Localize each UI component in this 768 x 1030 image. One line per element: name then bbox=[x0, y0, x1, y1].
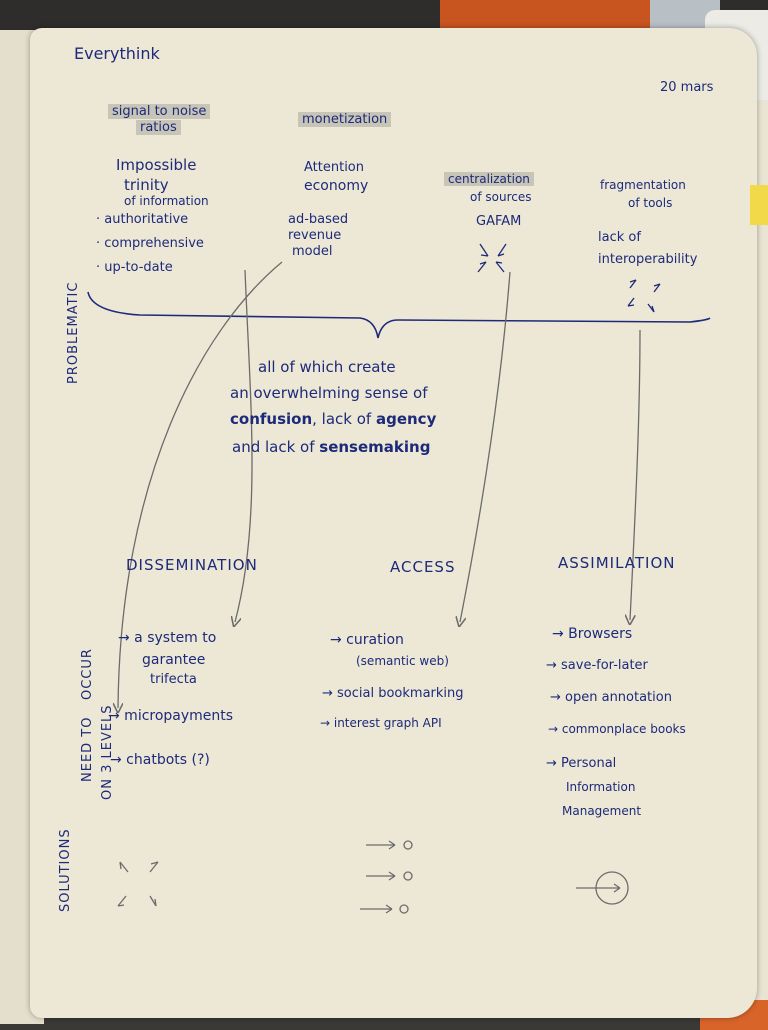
access-item-3: → interest graph API bbox=[320, 716, 442, 730]
need-to-label: NEED TO bbox=[80, 716, 95, 782]
dissemination-item-1b: garantee bbox=[142, 652, 206, 668]
col4-title-2: of tools bbox=[628, 196, 673, 210]
col1-bullet-1: · authoritative bbox=[96, 212, 189, 227]
signal-heading: signal to noise bbox=[108, 104, 211, 119]
col1-line-2: trinity bbox=[124, 176, 169, 194]
col3-line-1: GAFAM bbox=[476, 214, 522, 229]
dissemination-heading: DISSEMINATION bbox=[126, 556, 258, 574]
assimilation-heading: ASSIMILATION bbox=[558, 554, 676, 572]
solutions-label: SOLUTIONS bbox=[58, 828, 73, 912]
assimilation-item-1: → Browsers bbox=[552, 626, 633, 642]
assimilation-item-5: → Personal bbox=[546, 756, 617, 771]
sticky-tab bbox=[750, 185, 768, 225]
dissemination-item-3: → chatbots (?) bbox=[110, 752, 210, 768]
dissemination-item-2: → micropayments bbox=[108, 708, 234, 724]
access-item-2: → social bookmarking bbox=[322, 686, 464, 701]
assimilation-item-2: → save-for-later bbox=[546, 658, 648, 673]
summary-line-1: all of which create bbox=[258, 358, 396, 376]
col4-line-2: interoperability bbox=[598, 252, 698, 267]
page-date: 20 mars bbox=[660, 80, 714, 95]
occur-label: OCCUR bbox=[80, 648, 95, 700]
access-item-1: → curation bbox=[330, 632, 404, 648]
summary-line-2: an overwhelming sense of bbox=[230, 384, 428, 402]
col2-title-1: Attention bbox=[304, 160, 364, 175]
col3-title-1: centralization bbox=[444, 172, 534, 186]
dissemination-item-1: → a system to bbox=[118, 630, 217, 646]
access-item-1b: (semantic web) bbox=[356, 654, 449, 668]
col2-line-3: model bbox=[292, 244, 333, 259]
problematic-label: PROBLEMATIC bbox=[66, 281, 81, 384]
col3-title-2: of sources bbox=[470, 190, 532, 204]
col1-line-1: Impossible bbox=[116, 156, 197, 174]
col1-bullet-3: · up-to-date bbox=[96, 260, 173, 275]
col2-line-1: ad-based bbox=[288, 212, 349, 227]
summary-line-3: confusion, lack of agency bbox=[230, 410, 437, 428]
col1-bullet-2: · comprehensive bbox=[96, 236, 204, 251]
col4-title-1: fragmentation bbox=[600, 178, 686, 192]
signal-heading-2: ratios bbox=[136, 120, 181, 135]
col4-line-1: lack of bbox=[598, 230, 641, 245]
dissemination-item-1c: trifecta bbox=[150, 672, 197, 687]
col1-line-3: of information bbox=[124, 194, 209, 208]
word-sensemaking: sensemaking bbox=[319, 438, 431, 456]
page-title: Everythink bbox=[74, 44, 160, 63]
assimilation-item-3: → open annotation bbox=[550, 690, 672, 705]
col2-title-2: economy bbox=[304, 178, 369, 194]
access-heading: ACCESS bbox=[390, 558, 456, 576]
monetization-heading: monetization bbox=[298, 112, 392, 127]
col2-line-2: revenue bbox=[288, 228, 342, 243]
word-confusion: confusion bbox=[230, 410, 313, 428]
assimilation-item-4: → commonplace books bbox=[548, 722, 686, 736]
word-agency: agency bbox=[375, 410, 437, 428]
summary-line-4: and lack of sensemaking bbox=[232, 438, 431, 456]
assimilation-item-5b: Information bbox=[566, 780, 636, 794]
assimilation-item-5c: Management bbox=[562, 804, 642, 818]
